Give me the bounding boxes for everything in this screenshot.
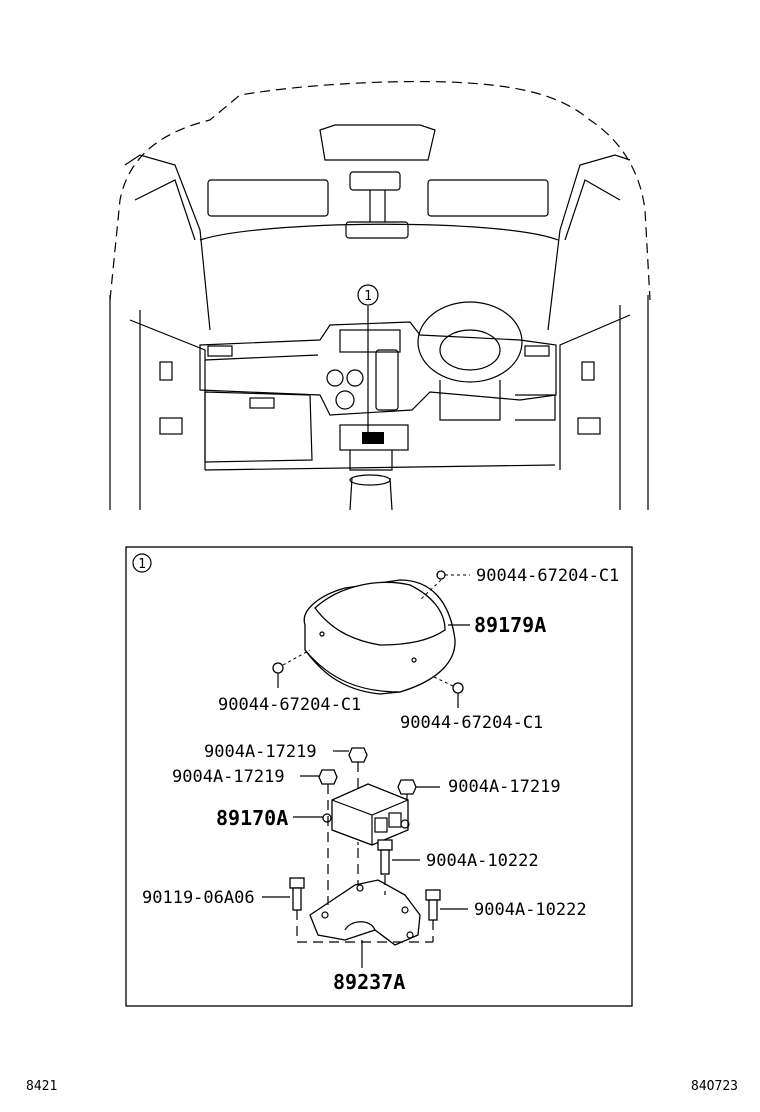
bolt-right-upper [377,839,420,875]
airbag-sensor-location [362,432,384,444]
nut-right [397,779,440,820]
vehicle-interior-illustration [109,80,651,511]
sensor-cover [303,579,456,695]
label-cover: 89179A [474,613,546,637]
callout-marker: 1 [364,289,372,304]
label-bolt-right-upper: 9004A-10222 [426,851,539,871]
airbag-sensor-assembly [293,783,410,846]
label-nut-left: 9004A-17219 [172,767,285,787]
label-bolt-right-lower: 9004A-10222 [474,900,587,920]
detail-marker-circle [132,553,152,573]
footer-left-code: 8421 [26,1079,57,1094]
detail-box [125,546,633,1007]
label-sensor: 89170A [216,806,288,830]
label-clip-left: 90044-67204-C1 [218,695,361,715]
label-nut-top: 9004A-17219 [204,742,317,762]
bolt-right-lower [425,889,468,942]
bolt-left [262,877,305,942]
sensor-bracket [297,848,433,968]
detail-marker: 1 [138,557,146,572]
label-clip-top: 90044-67204-C1 [476,566,619,586]
label-bolt-left: 90119-06A06 [142,888,255,908]
nut-left [300,769,338,845]
clip-right [431,675,464,708]
label-nut-right: 9004A-17219 [448,777,561,797]
callout-circle [357,284,379,306]
clip-top [419,570,470,601]
label-clip-right: 90044-67204-C1 [400,713,543,733]
footer-right-code: 84O723 [691,1079,738,1094]
clip-left [272,649,311,688]
label-bracket: 89237A [333,970,405,994]
